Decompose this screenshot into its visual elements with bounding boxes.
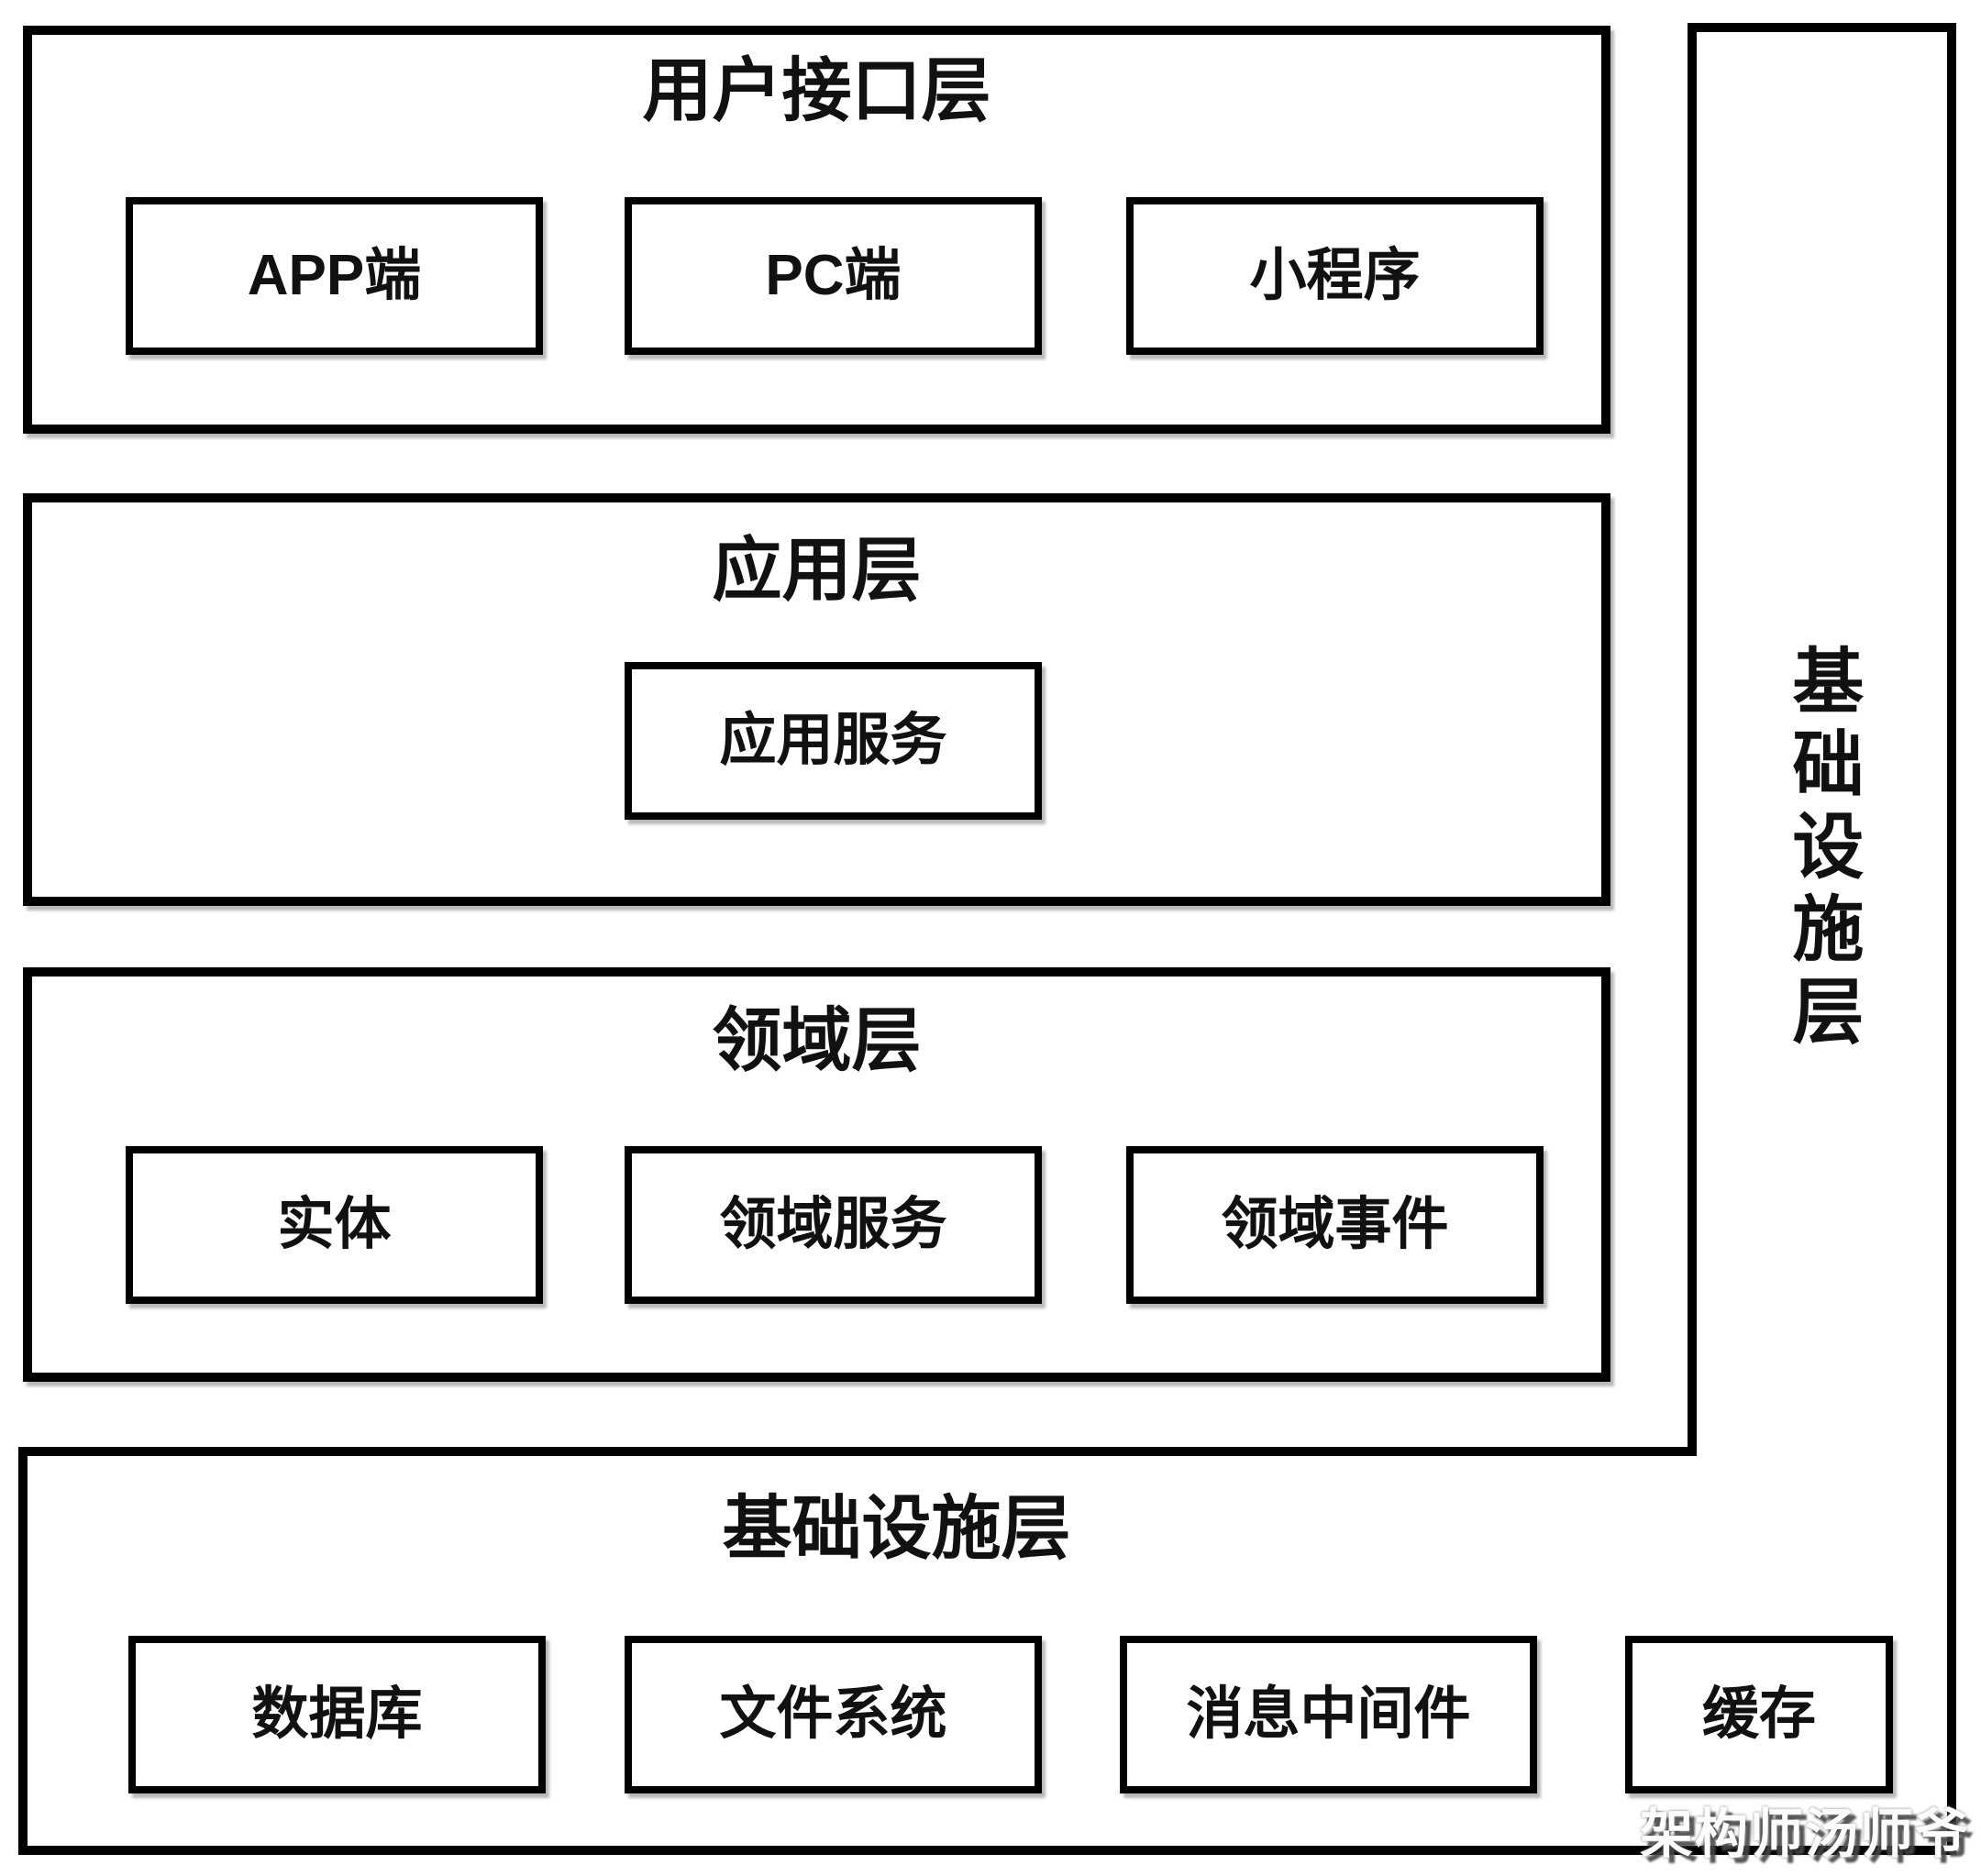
layer-domain-title: 领域层 (712, 1002, 922, 1080)
box-message-middleware: 消息中间件 (1120, 1636, 1537, 1793)
layer-infrastructure-title: 基础设施层 (722, 1490, 1071, 1568)
layer-user-interface-title: 用户接口层 (642, 52, 991, 130)
box-pc-client: PC端 (625, 197, 1042, 355)
box-file-system: 文件系统 (625, 1636, 1042, 1793)
box-app-client: APP端 (126, 197, 543, 355)
box-domain-service: 领域服务 (625, 1146, 1042, 1304)
infrastructure-side-label: 基础设施层 (1782, 644, 1864, 1056)
box-application-service: 应用服务 (625, 662, 1042, 820)
box-domain-event: 领域事件 (1126, 1146, 1544, 1304)
watermark: 架构师汤师爷 (1639, 1804, 1970, 1864)
box-entity: 实体 (126, 1146, 543, 1304)
box-mini-program: 小程序 (1126, 197, 1544, 355)
box-database: 数据库 (128, 1636, 546, 1793)
box-cache: 缓存 (1625, 1636, 1893, 1793)
layer-application-title: 应用层 (712, 532, 922, 610)
